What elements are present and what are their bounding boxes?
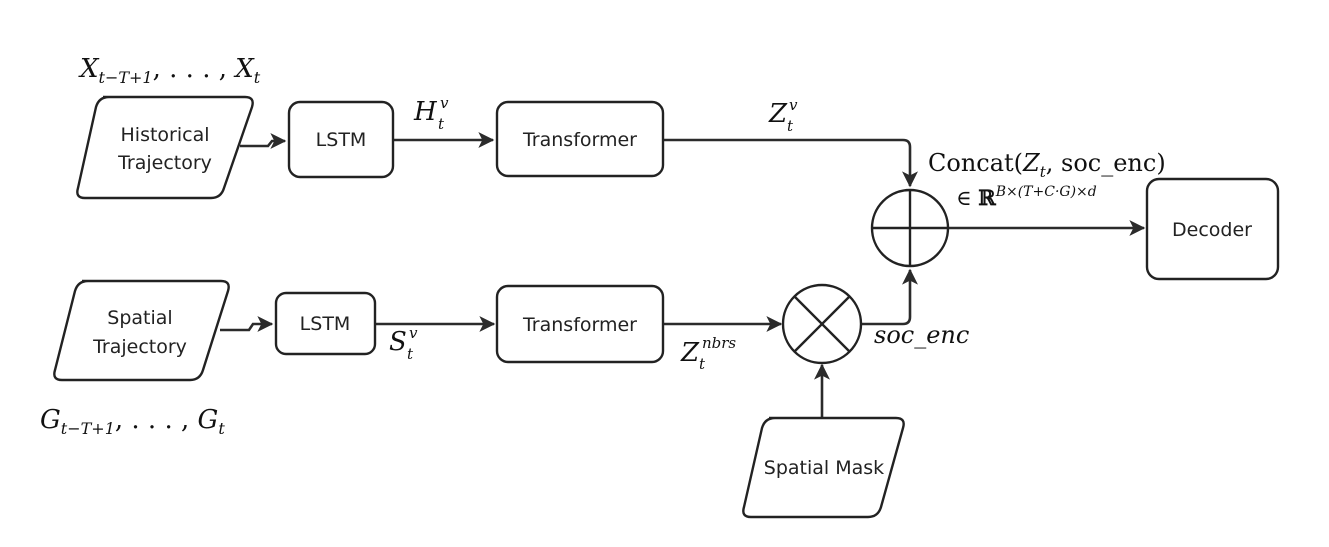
edge-historical-to-lstm: [240, 133, 287, 149]
transformer-top-label: Transformer: [522, 129, 637, 151]
node-transformer-top: Transformer: [495, 100, 665, 178]
node-spatial-mask: Spatial Mask: [742, 416, 905, 519]
edge-spatial-to-lstm: [220, 316, 274, 332]
z-label: Z v t: [768, 96, 798, 135]
svg-text:t: t: [438, 115, 445, 133]
historical-trajectory-line2: Trajectory: [117, 152, 212, 174]
node-multiply-op: [781, 283, 863, 365]
edge-transformer-top-to-concat: [663, 138, 918, 188]
spatial-mask-label: Spatial Mask: [764, 457, 884, 479]
svg-text:v: v: [409, 324, 418, 342]
node-spatial-trajectory: Spatial Trajectory: [53, 279, 230, 382]
x-sequence-label: Xt−T+1, . . . , Xt: [78, 54, 261, 87]
spatial-trajectory-line2: Trajectory: [92, 336, 187, 358]
svg-text:S: S: [389, 327, 407, 357]
soc-enc-label: soc_enc: [874, 321, 969, 349]
node-historical-trajectory: Historical Trajectory: [76, 95, 254, 200]
h-label: H v t: [413, 94, 449, 133]
svg-text:Z: Z: [768, 99, 788, 129]
historical-trajectory-line1: Historical: [121, 124, 210, 146]
concat-label: Concat(Zt, soc_enc): [928, 149, 1166, 181]
node-decoder: Decoder: [1145, 177, 1280, 281]
node-transformer-bottom: Transformer: [495, 284, 665, 364]
svg-text:t: t: [787, 117, 794, 135]
node-lstm-bottom: LSTM: [274, 291, 377, 356]
svg-text:v: v: [789, 96, 798, 114]
s-label: S v t: [389, 324, 418, 363]
edge-multiply-to-concat: [862, 268, 918, 326]
lstm-top-label: LSTM: [316, 129, 367, 151]
dimension-label: ∈ ℝB×(T+C·G)×d: [956, 184, 1097, 210]
decoder-label: Decoder: [1172, 219, 1252, 241]
svg-text:H: H: [413, 97, 438, 127]
transformer-bottom-label: Transformer: [522, 314, 637, 336]
lstm-bottom-label: LSTM: [300, 313, 351, 335]
edges: [220, 132, 1146, 418]
svg-text:t: t: [407, 345, 414, 363]
spatial-trajectory-line1: Spatial: [107, 307, 172, 329]
z-nbrs-label: Z nbrs t: [680, 334, 736, 373]
svg-text:v: v: [440, 94, 449, 112]
g-sequence-label: Gt−T+1, . . . , Gt: [40, 405, 225, 438]
svg-text:t: t: [699, 355, 706, 373]
svg-text:Z: Z: [680, 338, 700, 368]
svg-text:nbrs: nbrs: [702, 334, 736, 352]
node-lstm-top: LSTM: [287, 100, 395, 179]
node-concat-op: [870, 188, 950, 268]
